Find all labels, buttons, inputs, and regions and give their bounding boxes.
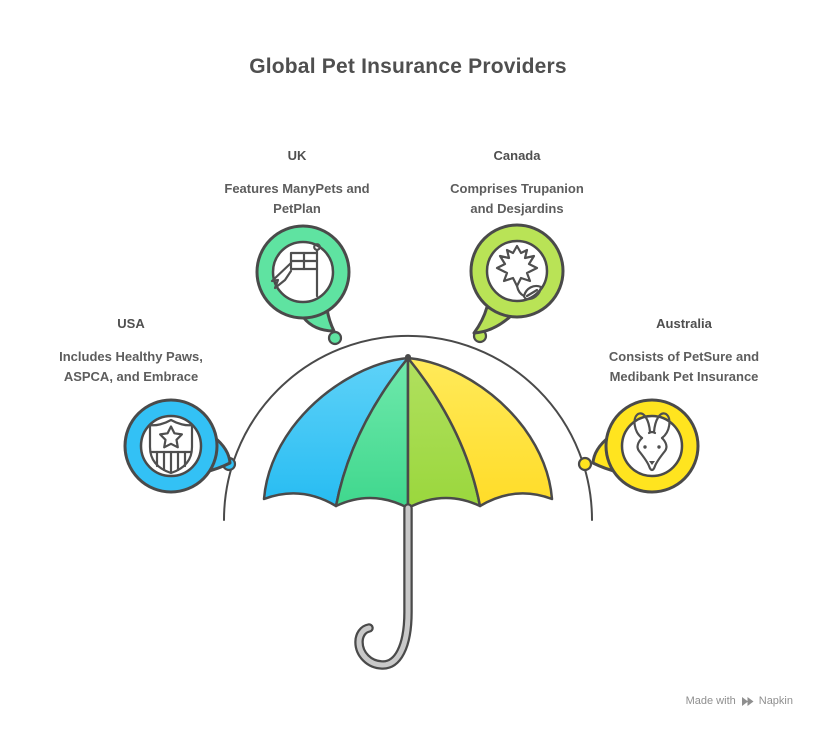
uk-description: Features ManyPets and PetPlan: [224, 181, 370, 216]
canada-node-bubble: [469, 223, 565, 335]
umbrella-handle: [354, 503, 413, 670]
page-title: Global Pet Insurance Providers: [249, 55, 567, 78]
umbrella-panel-yellow: [406, 356, 554, 508]
canada-description: Comprises Trupanion and Desjardins: [450, 181, 584, 216]
umbrella-tip: [405, 354, 411, 360]
usa-node-bubble: [123, 398, 232, 494]
maple-leaf-icon: [495, 244, 543, 301]
napkin-logo-icon: [741, 696, 754, 707]
connector-dot-australia: [577, 456, 593, 472]
australia-label: Australia: [656, 316, 712, 331]
shield-star-icon: [148, 418, 194, 475]
australia-node-bubble: [591, 398, 700, 494]
arc-connector: [223, 335, 593, 521]
kangaroo-icon: [633, 412, 671, 472]
brand-text: Napkin: [758, 695, 793, 707]
connector-dot-uk: [327, 330, 343, 346]
umbrella-panel-mint: [334, 356, 410, 510]
usa-description: Includes Healthy Paws, ASPCA, and Embrac…: [59, 349, 203, 384]
uk-node-bubble: [255, 224, 351, 333]
usa-label: USA: [117, 316, 145, 331]
canada-label: Canada: [493, 148, 541, 163]
made-with-napkin-link[interactable]: Made with Napkin: [686, 695, 793, 707]
uk-flag-icon: [270, 243, 321, 298]
australia-description: Consists of PetSure and Medibank Pet Ins…: [608, 349, 760, 384]
uk-label: UK: [287, 148, 307, 163]
made-with-text: Made with: [685, 695, 736, 707]
umbrella-illustration: [262, 354, 554, 670]
